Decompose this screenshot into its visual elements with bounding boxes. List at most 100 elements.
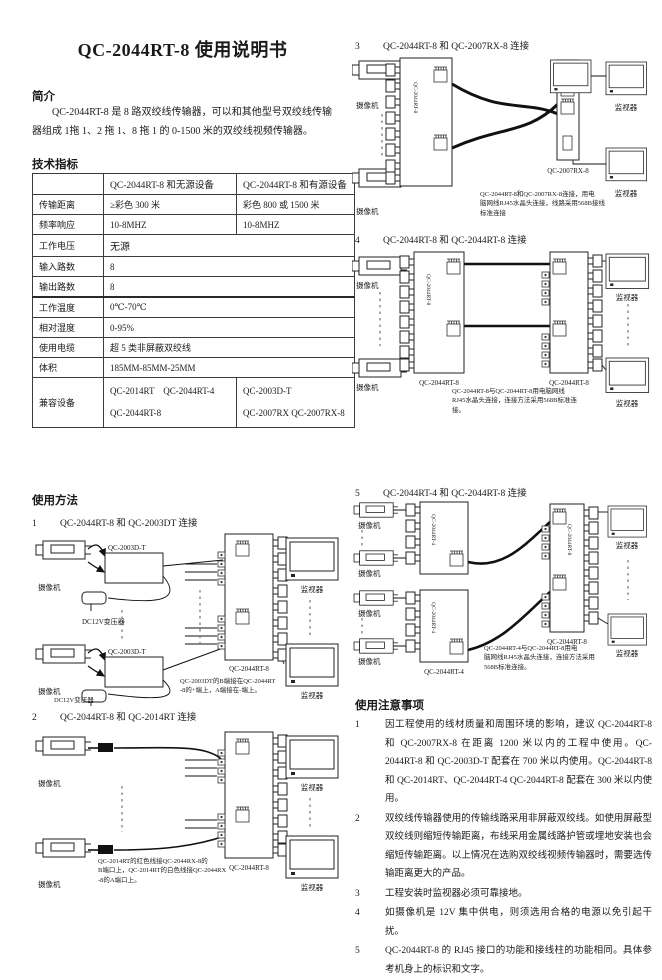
transformer-label: DC12V变压器 (54, 697, 94, 704)
camera-icon (353, 502, 399, 518)
diagram-1-drawing: 摄像机 QC-2003D-T DC12V变压器 摄像机 QC-2003D-T Q… (35, 533, 339, 710)
section-number: 4 (355, 236, 360, 246)
spec-label: 频率响应 (32, 214, 104, 235)
transmitter-label: QC-2003D-T (108, 544, 146, 552)
spec-value: QC-2014RT QC-2044RT-4 QC-2044RT-8 (103, 376, 237, 429)
monitor-label: 监视器 (301, 690, 324, 700)
specs-col1-header: QC-2044RT-8 和无源设备 (103, 173, 237, 195)
spec-label: 工作温度 (32, 296, 104, 318)
spec-value: 185MM-85MM-25MM (103, 357, 355, 378)
diagram-1-caption: QC-2003DT的B端接在QC-2044RT -8的+端上，A端接在-端上。 (180, 678, 276, 695)
camera-icon (35, 644, 92, 664)
note-number: 2 (355, 813, 360, 824)
monitor-icon (605, 61, 647, 96)
spec-value: 0-95% (103, 317, 355, 338)
spec-label: 使用电缆 (32, 337, 104, 358)
table-row: 使用电缆 超 5 类非屏蔽双绞线 (32, 337, 355, 358)
unit-vertical-label: QC-2044RT-8 (412, 82, 418, 113)
power-adapter-icon (81, 591, 107, 612)
camera-label: 摄像机 (38, 778, 61, 788)
camera-icon (35, 540, 92, 560)
unit-vertical-label: QC-2044RT-8 (566, 524, 572, 555)
monitor-label: 监视器 (615, 102, 638, 112)
transmitter-label: QC-2044RT-8 (419, 379, 459, 387)
camera-icon (351, 358, 408, 378)
transmitter-box (104, 656, 164, 688)
spec-label: 工作电压 (32, 234, 104, 257)
receiver-label: QC-2044RT-8 (549, 379, 589, 387)
table-row: 体积 185MM-85MM-25MM (32, 357, 355, 378)
diagram-2-drawing: 摄像机 摄像机 QC-2044RT-8 监视器 监视器 (35, 731, 339, 892)
monitor-icon (605, 253, 650, 289)
monitor-label: 监视器 (301, 782, 324, 792)
note-number: 4 (355, 908, 360, 919)
camera-label: 摄像机 (356, 280, 379, 290)
monitor-label: 监视器 (616, 540, 639, 550)
monitor-label: 监视器 (301, 584, 324, 594)
notes-heading: 使用注意事项 (355, 700, 424, 712)
list-item: 3 工程安装时监视器必须可靠接地。 (355, 885, 652, 904)
spec-value: 超 5 类非屏蔽双绞线 (103, 337, 355, 358)
list-item: 2 双绞线传输器使用的传输线路采用非屏蔽双绞线。如使用屏蔽型双绞线则缩短传输距离… (355, 810, 652, 884)
monitor-icon (607, 505, 647, 538)
camera-icon (353, 550, 399, 566)
spec-value: 彩色 800 或 1500 米 (236, 194, 355, 215)
section-title: QC-2044RT-8 和 QC-2044RT-8 连接 (383, 236, 527, 246)
section-number: 5 (355, 489, 360, 499)
note-text: 如摄像机是 12V 集中供电，则须选用合格的电源以免引起干扰。 (385, 908, 652, 937)
table-row: 频率响应 10-8MHZ 10-8MHZ (32, 214, 355, 235)
specs-heading: 技术指标 (32, 159, 78, 171)
monitor-icon (285, 537, 339, 581)
transmitter-unit-4ch: QC-2044RT-4 (405, 589, 469, 663)
spec-value: 10-8MHZ (236, 214, 355, 235)
diagram-4-drawing: 摄像机 摄像机 QC-2044RT-8 QC-2044RT-8 QC-2044R… (351, 251, 650, 408)
section-number: 3 (355, 42, 360, 52)
continuation-dashes (379, 292, 629, 348)
camera-label: 摄像机 (356, 100, 379, 110)
diagram-2-caption: QC-2014RT的红色线接QC-2044RX-8的 B端口上，QC-2014R… (98, 858, 227, 884)
list-item: 1 因工程使用的线材质量和周围环境的影响，建议 QC-2044RT-8 和 QC… (355, 716, 652, 809)
spec-value: 无源 (103, 234, 355, 257)
spec-label: 传输距离 (32, 194, 104, 215)
spec-label: 兼容设备 (32, 376, 104, 429)
receiver-label: QC-2044RT-8 (229, 665, 269, 673)
table-row: 输入路数 8 (32, 256, 355, 277)
spec-label: 相对湿度 (32, 317, 104, 338)
unit-vertical-label: QC-2044RT-4 (430, 514, 436, 545)
transmitter-unit-4ch: QC-2044RT-4 (405, 501, 469, 575)
note-number: 3 (355, 888, 360, 899)
monitor-label: 监视器 (615, 188, 638, 198)
intro-body: QC-2044RT-8 是 8 路双绞线传输器，可以和其他型号双绞线传输器组成 … (32, 107, 332, 137)
monitor-label: 监视器 (616, 398, 639, 408)
section-title: QC-2044RT-4 和 QC-2044RT-8 连接 (383, 489, 527, 499)
note-number: 1 (355, 720, 360, 730)
diagram-5-caption: QC-2044RT-4与QC-2044RT-8用电 脑网线RJ45水晶头连接，连… (484, 645, 595, 671)
diagram-4-caption: QC-2044RT-8与QC-2044RT-8用电脑网线 RJ45水晶头连接，连… (452, 388, 577, 414)
receiver-label: QC-2044RT-8 (547, 638, 587, 646)
note-text: 因工程使用的线材质量和周围环境的影响，建议 QC-2044RT-8 和 QC-2… (385, 720, 652, 805)
usage-section-5-title: 5 QC-2044RT-4 和 QC-2044RT-8 连接 (355, 485, 527, 499)
note-number: 5 (355, 946, 360, 957)
camera-icon (35, 838, 92, 858)
camera-label: 摄像机 (358, 520, 381, 530)
camera-icon (35, 736, 92, 756)
monitor-icon (605, 147, 647, 182)
note-text: QC-2044RT-8 的 RJ45 接口的功能和接线柱的功能相同。具体参考机身… (385, 946, 652, 975)
list-item: 5 QC-2044RT-8 的 RJ45 接口的功能和接线柱的功能相同。具体参考… (355, 942, 652, 979)
transmitter-unit: QC-2044RT-8 (399, 251, 465, 374)
unit-vertical-label: QC-2044RT-4 (430, 602, 436, 633)
table-row: 兼容设备 QC-2014RT QC-2044RT-4 QC-2044RT-8 Q… (32, 376, 355, 429)
spec-value: 0℃-70℃ (103, 296, 355, 318)
diagram-5: 摄像机 摄像机 摄像机 摄像机 QC-2044RT-4 QC-2044RT-4 … (352, 498, 654, 684)
receiver-unit: QC-2044RT-8 (541, 503, 599, 633)
transmitter-label: QC-2044RT-4 (424, 668, 464, 676)
section-number: 1 (32, 519, 37, 529)
camera-label: 摄像机 (356, 382, 379, 392)
spec-value: QC-2003D-T QC-2007RX QC-2007RX-8 (236, 376, 355, 429)
spec-value: 8 (103, 256, 355, 277)
usage-heading: 使用方法 (32, 495, 78, 507)
usage-section-4-title: 4 QC-2044RT-8 和 QC-2044RT-8 连接 (355, 232, 527, 246)
transmitter-unit: QC-2044RT-8 (385, 57, 453, 187)
